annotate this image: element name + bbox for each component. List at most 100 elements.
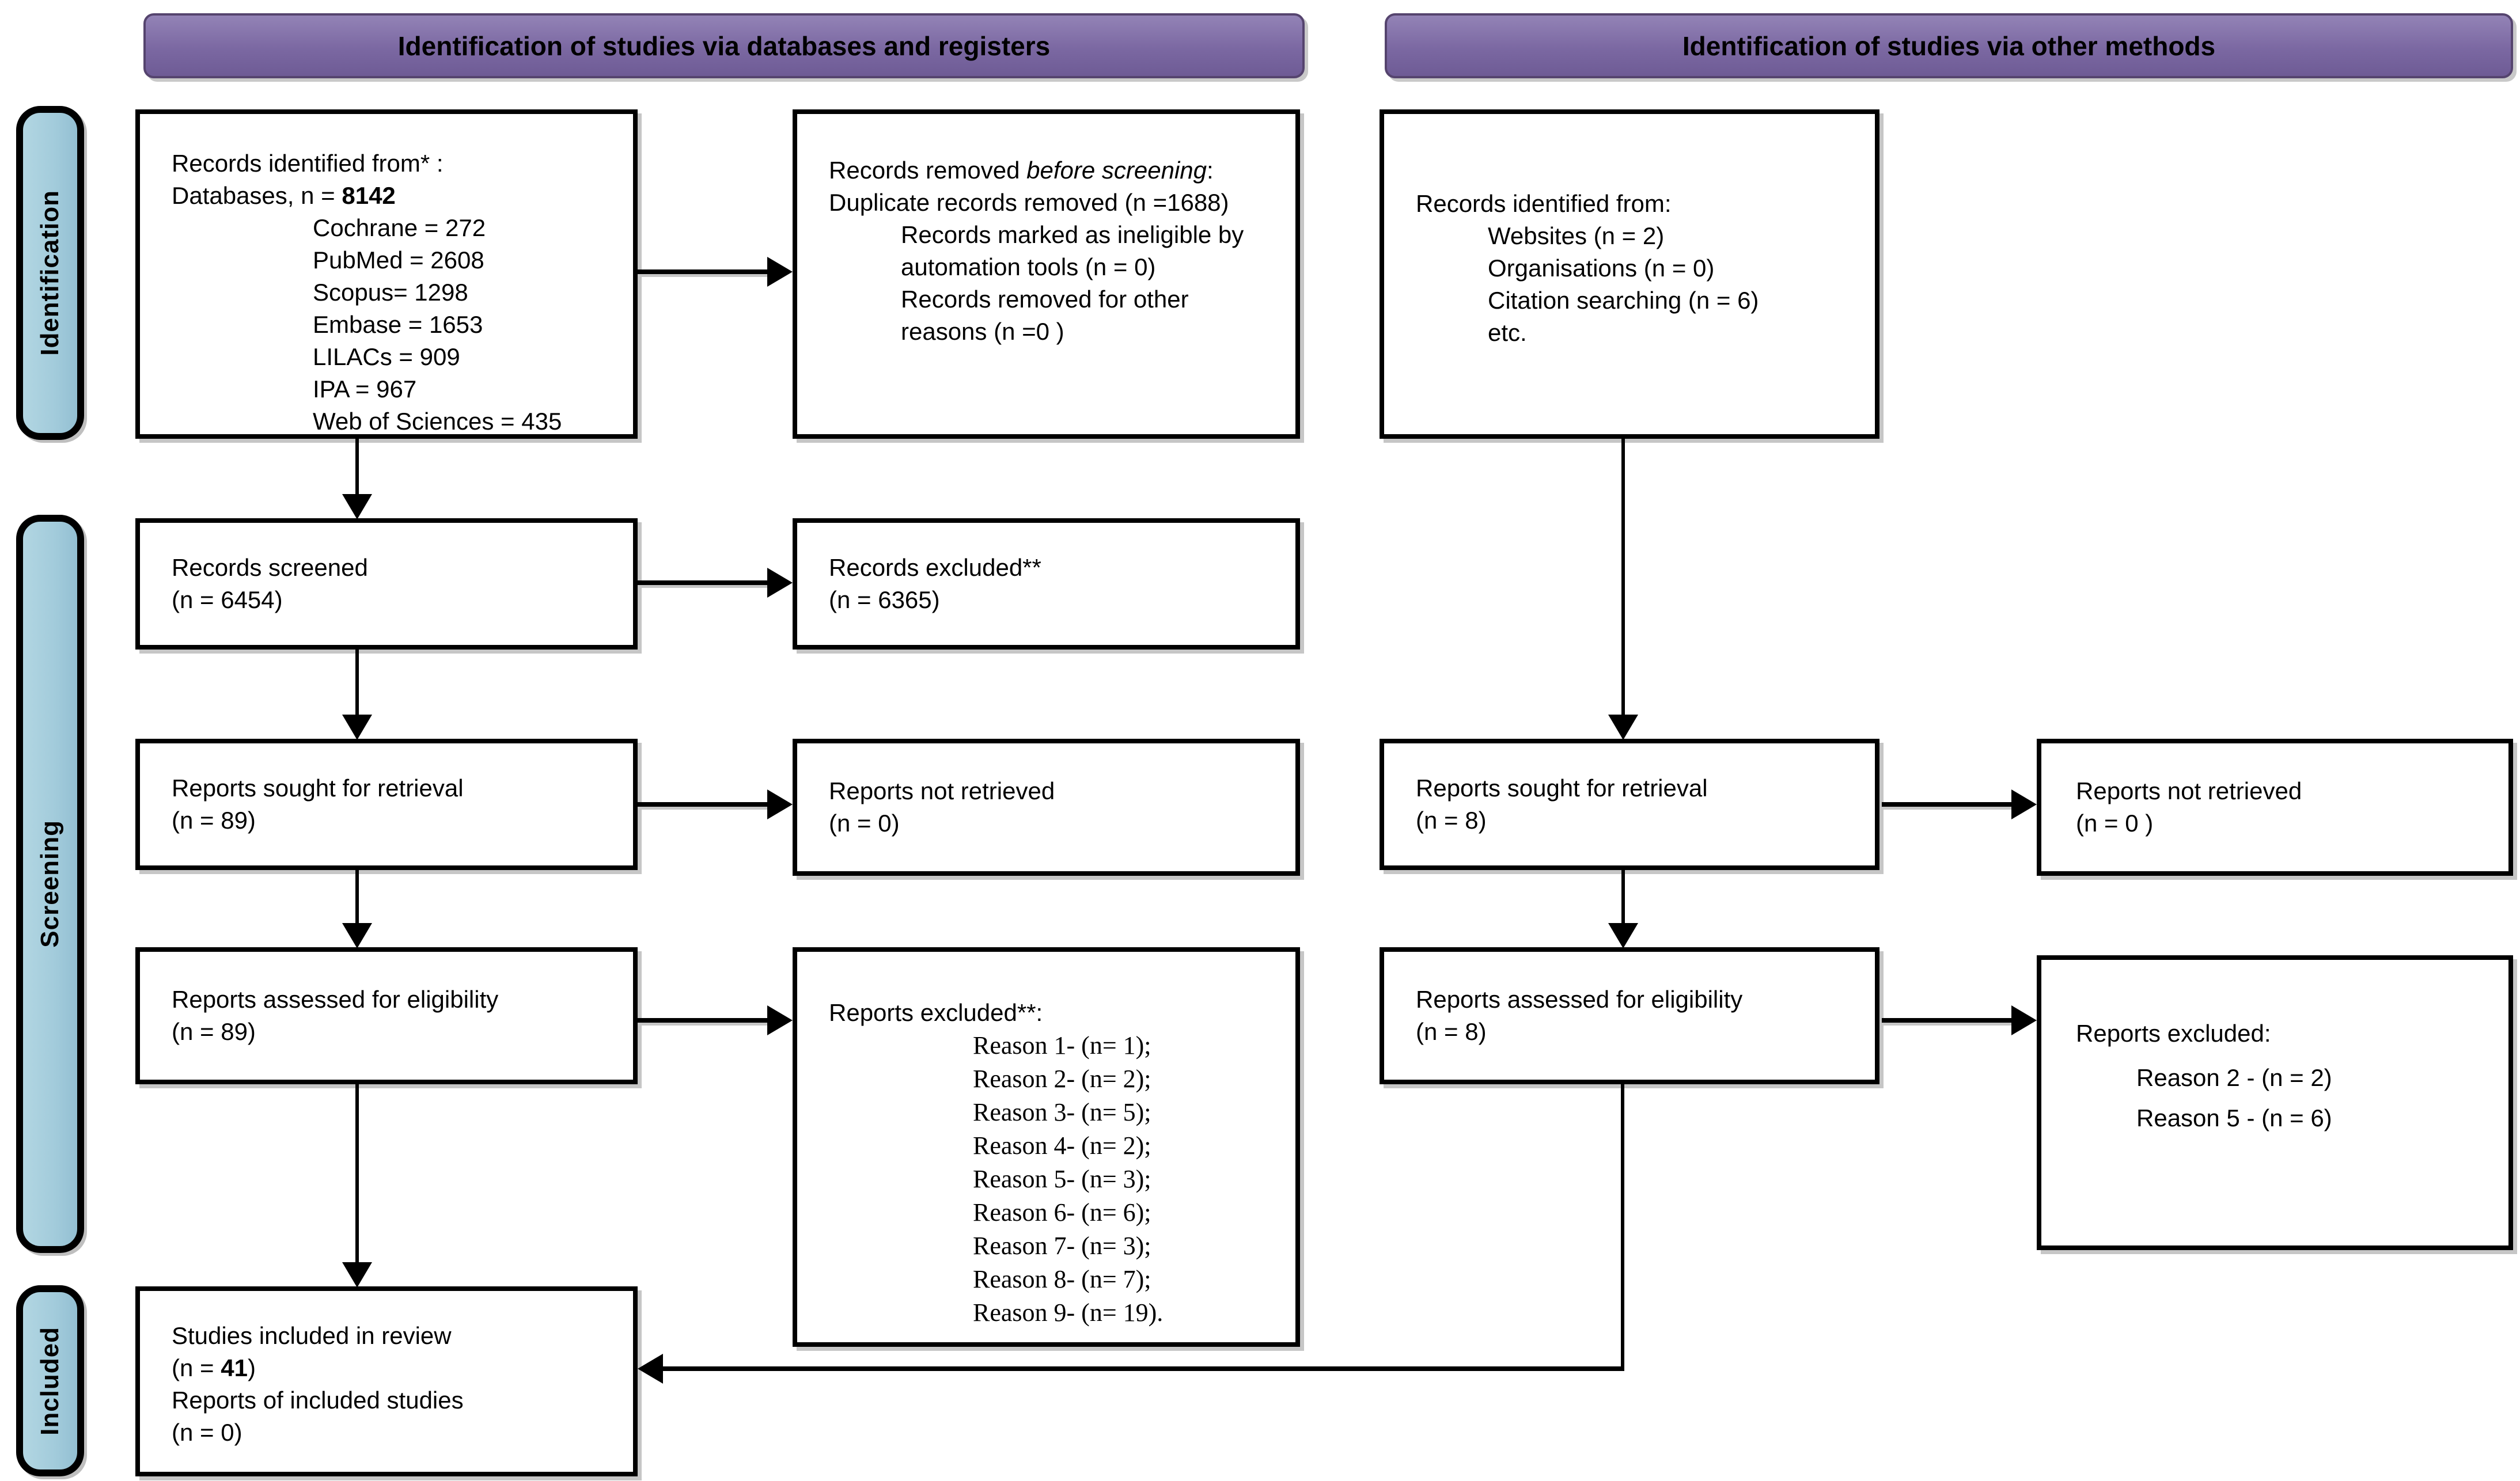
reports-included-count: (n = 0): [172, 1419, 242, 1446]
records-excluded-count: (n = 6365): [829, 586, 940, 613]
box-records-identified-other: Records identified from: Websites (n = 2…: [1380, 109, 1879, 439]
text-line: Reports of included studies: [172, 1387, 464, 1414]
text-line: Records removed before screening:: [829, 154, 1272, 187]
arrowhead-down-icon: [1608, 923, 1638, 948]
text-span: Records removed: [829, 157, 1027, 184]
connector-identified-to-removed: [638, 269, 772, 274]
db-item-scopus: Scopus= 1298: [313, 279, 468, 306]
duplicates-removed-line: Duplicate records removed (n =1688): [829, 189, 1229, 216]
before-screening-italic: before screening: [1026, 157, 1207, 184]
arrowhead-right-icon: [2011, 1005, 2037, 1035]
connector-screened-to-excluded: [638, 580, 772, 585]
reason-item-4: Reason 4- (n= 2);: [973, 1131, 1151, 1160]
connector-screened-to-sought: [355, 650, 359, 720]
connector-assessed-to-included: [355, 1084, 359, 1264]
arrowhead-right-icon: [767, 257, 793, 287]
connector-sought-right-to-assessed: [1621, 870, 1625, 928]
connector-other-identified-to-sought: [1621, 439, 1625, 720]
records-screened-count: (n = 6454): [172, 586, 283, 613]
box-reports-excluded-reasons: Reports excluded**: Reason 1- (n= 1); Re…: [793, 947, 1300, 1347]
text-line: Reports sought for retrieval: [1416, 774, 1708, 802]
text-span: (n =: [172, 1354, 221, 1381]
text-line: Reports assessed for eligibility: [172, 986, 499, 1013]
text-span: Databases, n =: [172, 182, 342, 209]
reports-sought-right-count: (n = 8): [1416, 807, 1487, 834]
text-line: Studies included in review: [172, 1322, 452, 1349]
box-reports-assessed-left: Reports assessed for eligibility (n = 89…: [135, 947, 638, 1084]
included-count-bold: 41: [221, 1354, 248, 1381]
connector-sought-to-assessed: [355, 870, 359, 928]
reason-item-2: Reason 2- (n= 2);: [973, 1065, 1151, 1093]
arrowhead-right-icon: [767, 1005, 793, 1035]
text-line: Records identified from* :: [172, 150, 444, 177]
text-line: Reports not retrieved: [2076, 777, 2302, 804]
header-databases-label: Identification of studies via databases …: [397, 31, 1051, 61]
box-reports-not-retrieved-left: Reports not retrieved (n = 0): [793, 739, 1300, 876]
excluded-right-reasons-list: Reason 2 - (n = 2) Reason 5 - (n = 6): [2136, 1058, 2485, 1138]
arrowhead-down-icon: [342, 923, 372, 948]
removed-item-automation: Records marked as ineligible by automati…: [901, 221, 1244, 280]
reports-sought-left-count: (n = 89): [172, 807, 256, 834]
connector-sought-to-not-retrieved: [638, 802, 772, 807]
box-reports-assessed-right: Reports assessed for eligibility (n = 8): [1380, 947, 1879, 1084]
stage-screening-label: Screening: [36, 820, 64, 948]
other-item-citation-searching: Citation searching (n = 6): [1488, 287, 1759, 314]
box-records-identified-databases: Records identified from* : Databases, n …: [135, 109, 638, 439]
reason-item-r2: Reason 2 - (n = 2): [2136, 1064, 2332, 1091]
box-reports-sought-left: Reports sought for retrieval (n = 89): [135, 739, 638, 870]
not-retrieved-left-count: (n = 0): [829, 810, 900, 837]
text-line: Records identified from:: [1416, 190, 1672, 217]
stage-identification: Identification: [16, 106, 84, 440]
removed-item-other-reasons: Records removed for other reasons (n =0 …: [901, 286, 1189, 345]
reason-item-5: Reason 5- (n= 3);: [973, 1165, 1151, 1193]
db-item-ipa: IPA = 967: [313, 375, 417, 402]
box-records-screened: Records screened (n = 6454): [135, 518, 638, 650]
reason-item-6: Reason 6- (n= 6);: [973, 1198, 1151, 1226]
text-line: Reports not retrieved: [829, 777, 1055, 804]
reason-item-3: Reason 3- (n= 5);: [973, 1098, 1151, 1126]
excluded-reasons-list: Reason 1- (n= 1); Reason 2- (n= 2); Reas…: [973, 1029, 1272, 1330]
stage-screening: Screening: [16, 515, 84, 1253]
studies-included-count: (n = 41): [172, 1352, 610, 1384]
text-line: Records screened: [172, 554, 368, 581]
db-item-cochrane: Cochrane = 272: [313, 214, 486, 241]
db-item-web-of-sciences: Web of Sciences = 435: [313, 408, 562, 435]
db-item-embase: Embase = 1653: [313, 311, 483, 338]
stage-included: Included: [16, 1285, 84, 1476]
reports-assessed-left-count: (n = 89): [172, 1018, 256, 1045]
reason-item-r5: Reason 5 - (n = 6): [2136, 1104, 2332, 1131]
other-item-websites: Websites (n = 2): [1488, 222, 1665, 249]
arrowhead-right-icon: [767, 568, 793, 598]
stage-identification-label: Identification: [36, 190, 64, 356]
reason-item-8: Reason 8- (n= 7);: [973, 1265, 1151, 1293]
text-line: Reports sought for retrieval: [172, 774, 464, 802]
reports-assessed-right-count: (n = 8): [1416, 1018, 1487, 1045]
connector-assessed-to-excluded-reasons: [638, 1018, 772, 1023]
text-line: Reports assessed for eligibility: [1416, 986, 1743, 1013]
box-reports-not-retrieved-right: Reports not retrieved (n = 0 ): [2037, 739, 2513, 876]
not-retrieved-right-count: (n = 0 ): [2076, 810, 2154, 837]
header-databases-registers: Identification of studies via databases …: [143, 13, 1305, 78]
reason-item-1: Reason 1- (n= 1);: [973, 1031, 1151, 1060]
connector-assessed-right-to-excluded: [1882, 1018, 2014, 1023]
reports-excluded-title: Reports excluded**:: [829, 999, 1043, 1026]
header-other-label: Identification of studies via other meth…: [1682, 31, 2216, 61]
connector-other-methods-to-included: [662, 1366, 1624, 1371]
stage-included-label: Included: [36, 1326, 64, 1436]
other-item-etc: etc.: [1488, 319, 1527, 346]
db-item-lilacs: LILACs = 909: [313, 343, 460, 370]
other-item-organisations: Organisations (n = 0): [1488, 255, 1715, 282]
header-other-methods: Identification of studies via other meth…: [1385, 13, 2513, 78]
text-span: :: [1207, 157, 1214, 184]
arrowhead-down-icon: [342, 494, 372, 519]
box-studies-included: Studies included in review (n = 41) Repo…: [135, 1286, 638, 1476]
db-item-pubmed: PubMed = 2608: [313, 246, 484, 274]
connector-assessed-right-down: [1621, 1084, 1624, 1371]
arrowhead-left-icon: [638, 1354, 663, 1384]
reports-excluded-right-title: Reports excluded:: [2076, 1020, 2271, 1047]
databases-total-count: 8142: [342, 182, 396, 209]
reason-item-9: Reason 9- (n= 19).: [973, 1298, 1164, 1327]
reason-item-7: Reason 7- (n= 3);: [973, 1232, 1151, 1260]
box-records-excluded: Records excluded** (n = 6365): [793, 518, 1300, 650]
text-line: Databases, n = 8142: [172, 180, 610, 212]
